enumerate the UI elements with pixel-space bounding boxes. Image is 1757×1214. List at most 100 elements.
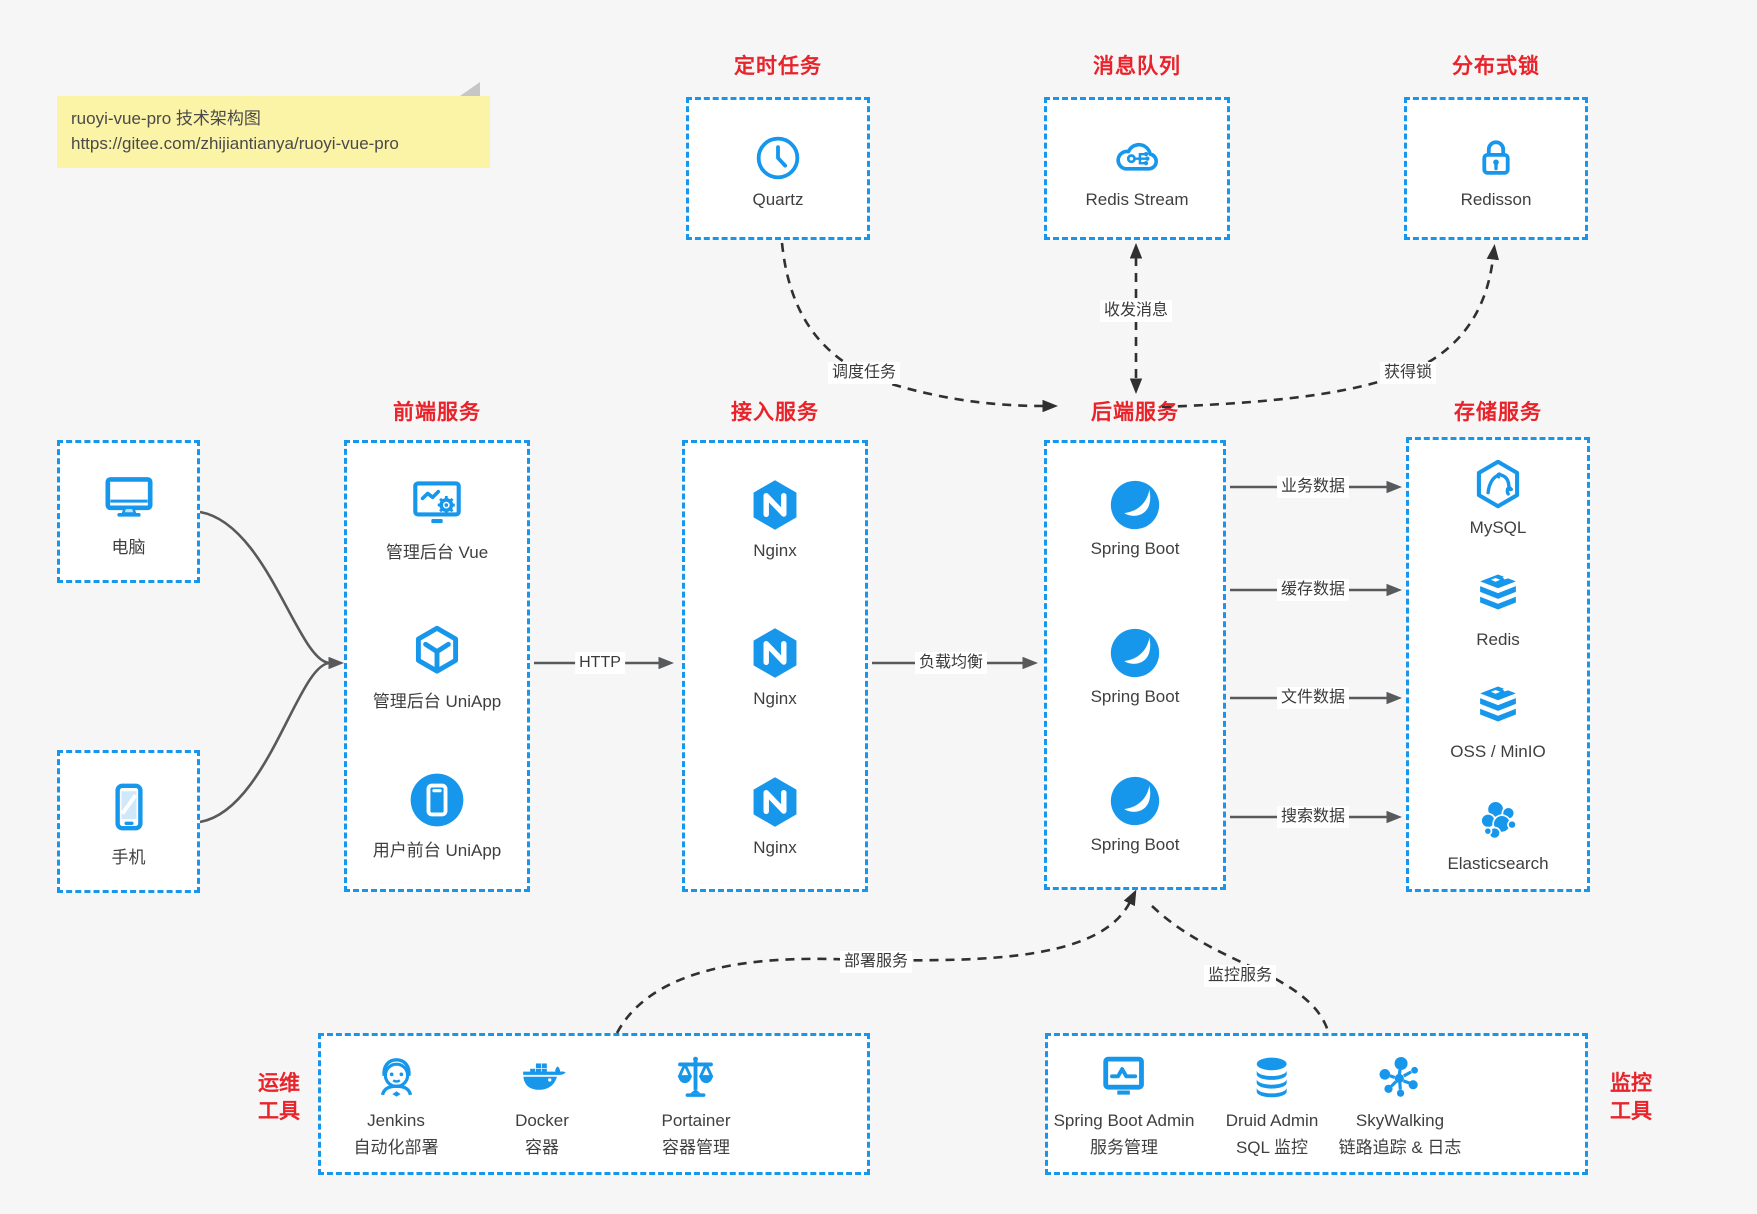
ops-item-docker: Docker 容器: [513, 1048, 571, 1158]
storage-item-label: Redis: [1476, 629, 1520, 649]
monitoring-title-line2: 工具: [1610, 1100, 1652, 1123]
edge-label-load-balance: 负载均衡: [914, 652, 988, 674]
edge-label-monitor: 监控服务: [1203, 965, 1277, 987]
spring-boot-icon: [1106, 772, 1164, 830]
frontend-item-label: 管理后台 Vue: [385, 543, 489, 563]
monitoring-item-desc: SQL 监控: [1235, 1138, 1309, 1157]
sticky-note: ruoyi-vue-pro 技术架构图 https://gitee.com/zh…: [57, 82, 490, 168]
edge-label-deploy: 部署服务: [839, 951, 913, 973]
ops-item-name: Portainer: [661, 1111, 731, 1130]
backend-item: Spring Boot: [1090, 624, 1180, 707]
edge-label-messaging: 收发消息: [1099, 300, 1173, 322]
cloud-network-icon: [1110, 131, 1164, 185]
frontend-item: 管理后台 UniApp: [373, 620, 501, 712]
ops-tools-box: [318, 1033, 870, 1175]
storage-item: Redis: [1469, 567, 1527, 650]
edge-label-search-data: 搜索数据: [1276, 806, 1350, 828]
gateway-item-label: Nginx: [753, 540, 797, 560]
monitoring-tools-title: 监控 工具: [1598, 1070, 1664, 1126]
frontend-box: 管理后台 Vue 管理后台 UniApp 用户前台 UniApp: [344, 440, 530, 892]
ops-title-line1: 运维: [258, 1072, 300, 1095]
frontend-item: 管理后台 Vue: [386, 471, 488, 563]
edge-label-cache-data: 缓存数据: [1276, 579, 1350, 601]
spring-boot-icon: [1106, 476, 1164, 534]
mysql-icon: [1469, 455, 1527, 513]
ops-item-desc: 自动化部署: [353, 1138, 439, 1157]
storage-item-label: Elasticsearch: [1447, 854, 1549, 874]
backend-box: Spring Boot Spring Boot Spring Boot: [1044, 440, 1226, 890]
storage-item: Elasticsearch: [1447, 791, 1549, 874]
oss-minio-icon: [1469, 679, 1527, 737]
springboot-admin-icon: [1095, 1048, 1153, 1106]
backend-item: Spring Boot: [1091, 476, 1179, 559]
edge-label-file-data: 文件数据: [1276, 687, 1350, 709]
lock-icon: [1469, 131, 1523, 185]
monitoring-item-skywalking: SkyWalking 链路追踪 & 日志: [1338, 1048, 1462, 1158]
gateway-box: Nginx Nginx Nginx: [682, 440, 868, 892]
scheduler-item-label: Quartz: [752, 190, 804, 209]
monitoring-tools-box: [1045, 1033, 1588, 1175]
note-title: ruoyi-vue-pro 技术架构图: [71, 109, 261, 128]
jenkins-icon: [367, 1048, 425, 1106]
group-title-lock: 分布式锁: [1452, 55, 1540, 78]
ops-item-portainer: Portainer 容器管理: [661, 1048, 731, 1158]
docker-icon: [513, 1048, 571, 1106]
edge-label-acquire-lock: 获得锁: [1379, 362, 1437, 384]
edge-label-biz-data: 业务数据: [1276, 476, 1350, 498]
gateway-item: Nginx: [744, 771, 806, 858]
phone-client-box: 手机: [57, 750, 200, 893]
frontend-item-label: 管理后台 UniApp: [372, 691, 502, 711]
mq-item-label: Redis Stream: [1085, 190, 1189, 209]
group-title-mq: 消息队列: [1093, 55, 1181, 78]
monitoring-item-desc: 链路追踪 & 日志: [1338, 1138, 1462, 1157]
backend-item: Spring Boot: [1091, 772, 1179, 855]
lock-item-label: Redisson: [1460, 190, 1532, 209]
monitoring-item-sba: Spring Boot Admin 服务管理: [1053, 1048, 1195, 1158]
edge-schedule-line: [780, 242, 1059, 413]
group-title-scheduler: 定时任务: [734, 55, 822, 78]
storage-item-label: MySQL: [1469, 517, 1527, 537]
uniapp-cube-icon: [406, 620, 468, 682]
frontend-item: 用户前台 UniApp: [373, 769, 501, 861]
redis-icon: [1469, 567, 1527, 625]
gateway-item-label: Nginx: [753, 838, 797, 858]
ops-item-desc: 容器管理: [661, 1138, 730, 1157]
lock-box: Redisson: [1404, 97, 1588, 240]
column-title-backend: 后端服务: [1091, 401, 1179, 424]
gateway-item: Nginx: [744, 622, 806, 709]
elasticsearch-icon: [1469, 791, 1527, 849]
storage-item-label: OSS / MinIO: [1450, 742, 1546, 762]
mq-box: Redis Stream: [1044, 97, 1230, 240]
monitoring-title-line1: 监控: [1610, 1072, 1652, 1095]
note-fold-corner: [460, 82, 480, 96]
druid-icon: [1243, 1048, 1301, 1106]
computer-label: 电脑: [111, 537, 146, 557]
backend-item-label: Spring Boot: [1090, 686, 1180, 706]
edge-label-http: HTTP: [575, 652, 625, 674]
monitoring-item-desc: 服务管理: [1090, 1138, 1158, 1157]
gateway-item: Nginx: [744, 474, 806, 561]
admin-vue-icon: [406, 471, 468, 533]
note-url: https://gitee.com/zhijiantianya/ruoyi-vu…: [71, 134, 399, 153]
ops-title-line2: 工具: [258, 1100, 300, 1123]
edge-acquire-lock-line: [1161, 244, 1500, 409]
desktop-icon: [98, 466, 160, 528]
nginx-icon: [744, 622, 806, 684]
monitoring-item-name: Spring Boot Admin: [1053, 1111, 1195, 1130]
monitoring-item-name: SkyWalking: [1355, 1111, 1445, 1130]
user-app-icon: [406, 769, 468, 831]
portainer-icon: [667, 1048, 725, 1106]
column-title-gateway: 接入服务: [731, 401, 819, 424]
column-title-storage: 存储服务: [1454, 401, 1542, 424]
ops-tools-title: 运维 工具: [246, 1070, 312, 1126]
storage-item: MySQL: [1469, 455, 1527, 538]
column-title-frontend: 前端服务: [393, 401, 481, 424]
edge-label-schedule: 调度任务: [827, 362, 901, 384]
storage-box: MySQL Redis OSS / MinIO Elasticsearch: [1406, 437, 1590, 892]
frontend-item-label: 用户前台 UniApp: [372, 840, 502, 860]
ops-item-jenkins: Jenkins 自动化部署: [354, 1048, 439, 1158]
scheduler-box: Quartz: [686, 97, 870, 240]
clock-icon: [751, 131, 805, 185]
gateway-item-label: Nginx: [753, 689, 797, 709]
